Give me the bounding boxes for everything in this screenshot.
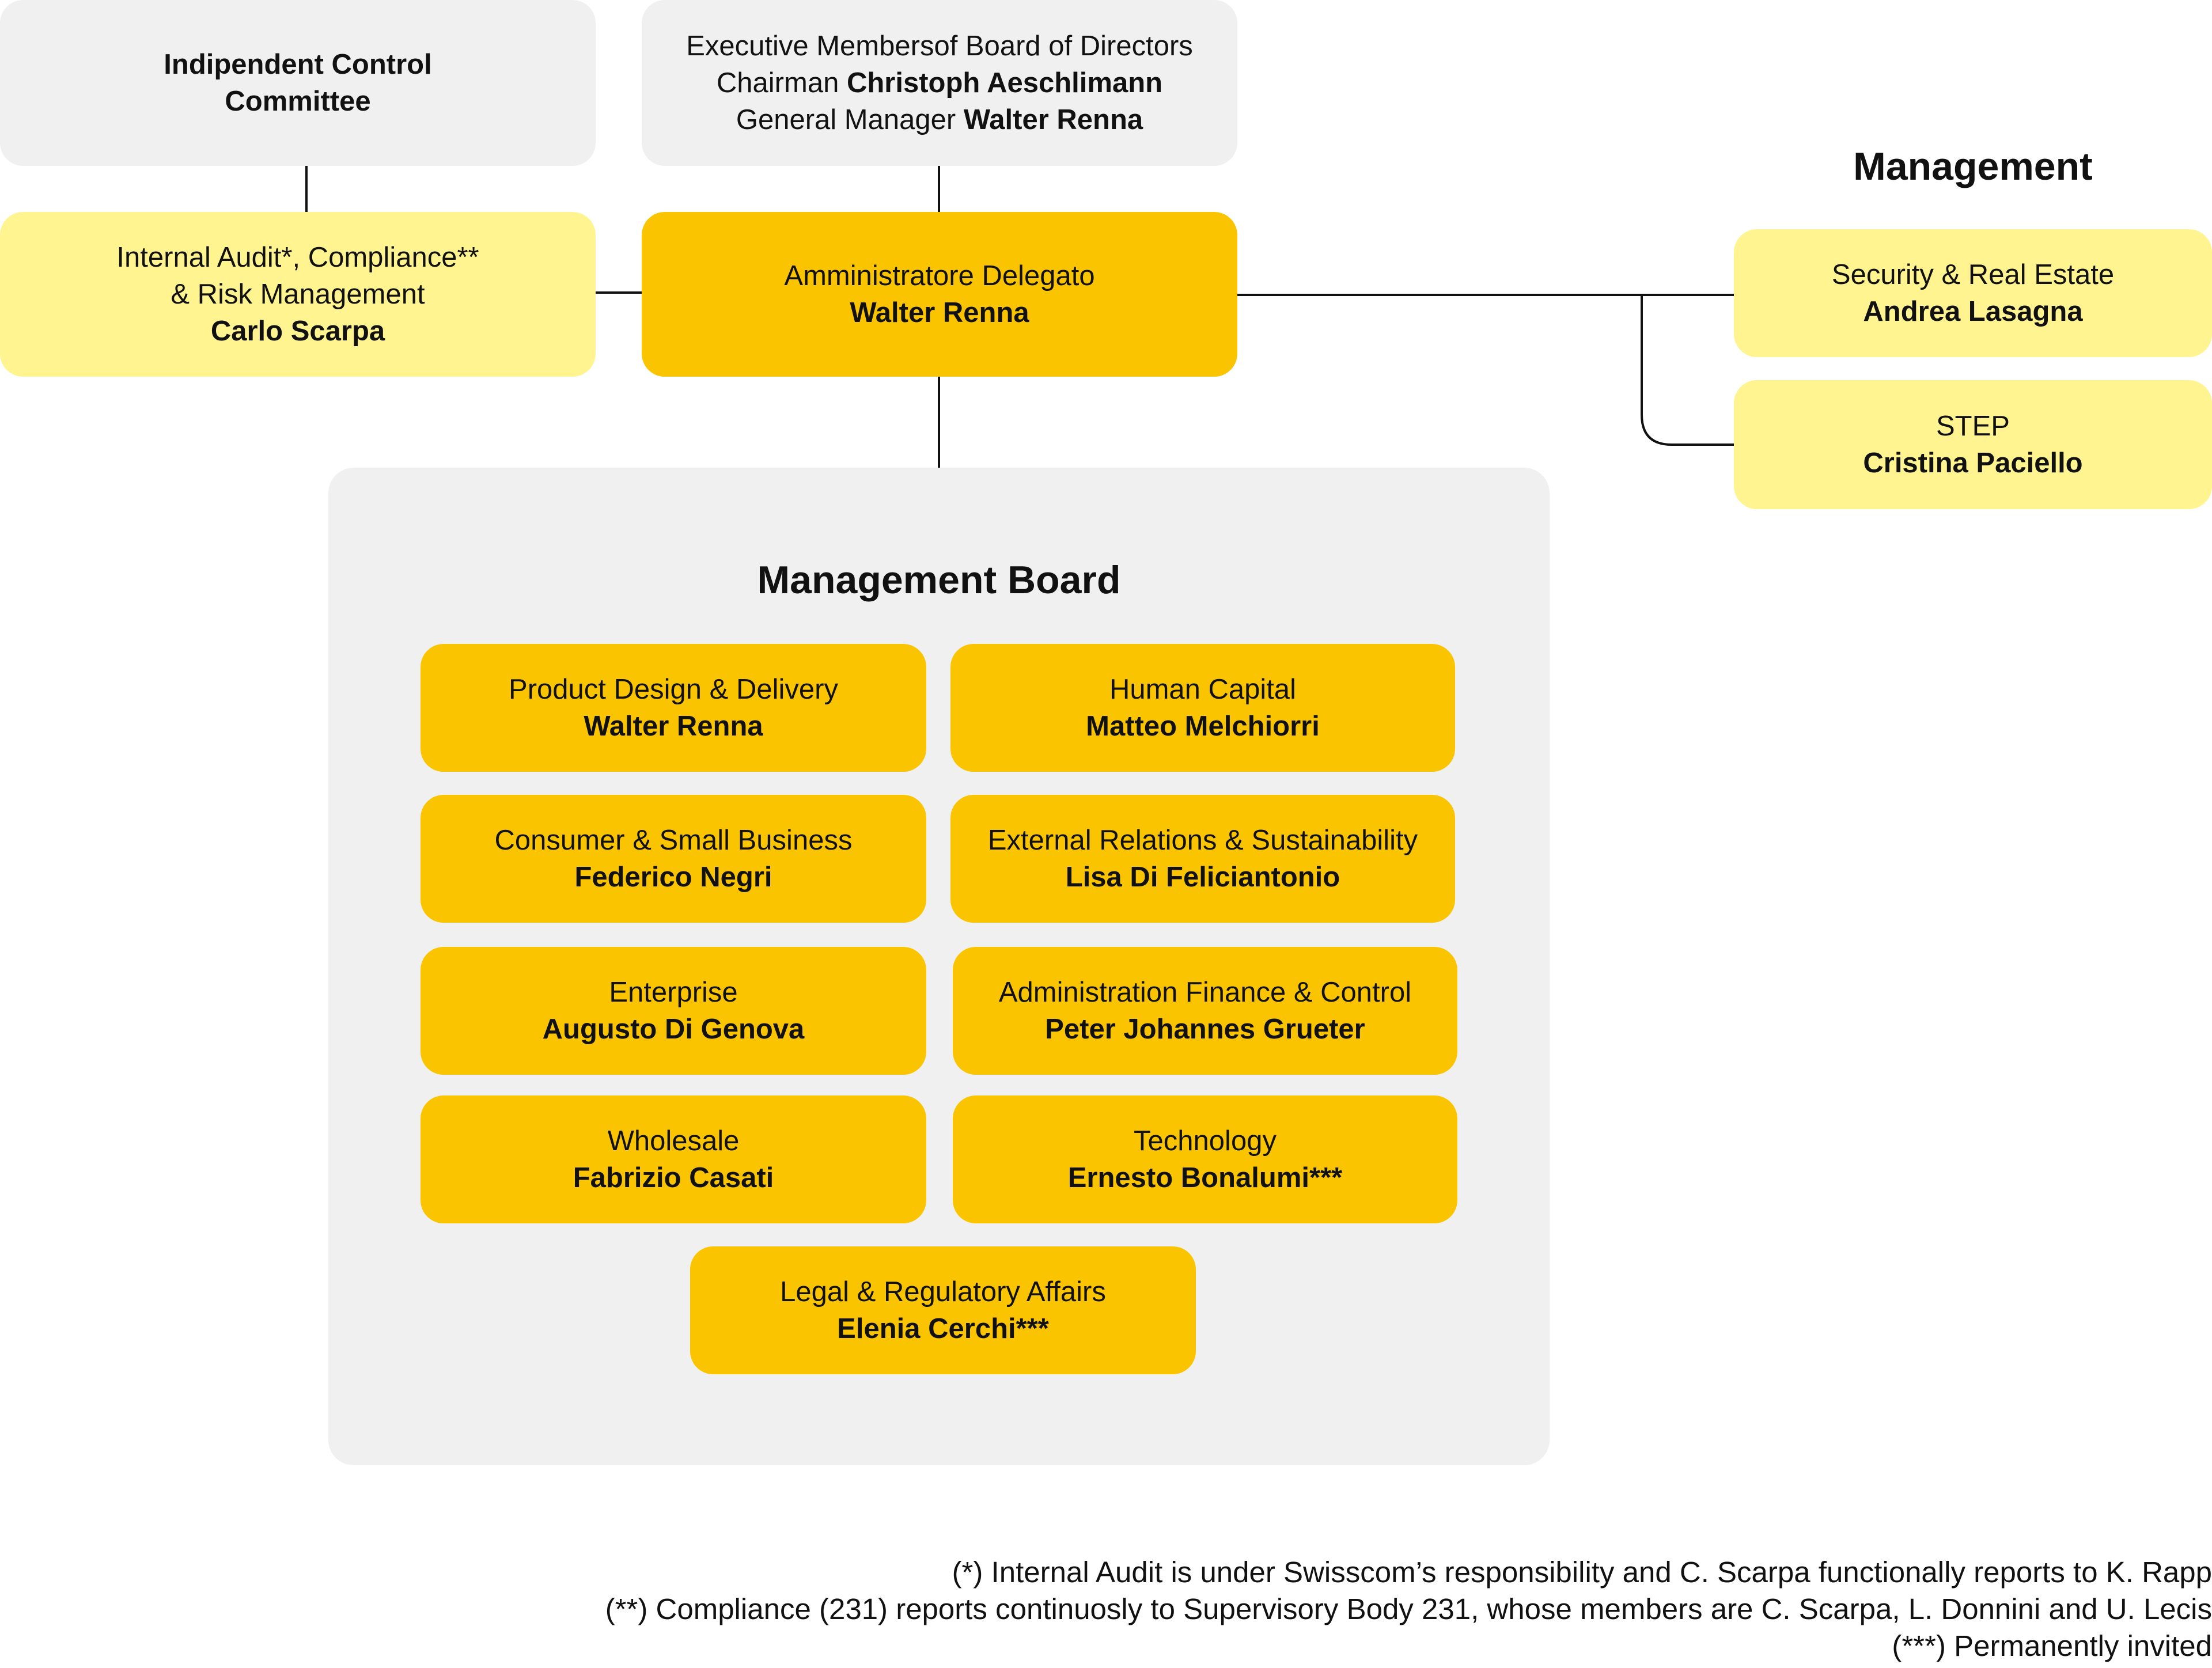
management-unit-name: Andrea Lasagna <box>1863 296 2083 327</box>
connector-audit-ceo <box>594 291 642 294</box>
executive-board-box: Executive Membersof Board of Directors C… <box>642 0 1237 166</box>
general-manager-label: General Manager <box>736 104 956 135</box>
board-unit-legal: Legal & Regulatory Affairs Elenia Cerchi… <box>690 1246 1196 1374</box>
board-unit-title: Administration Finance & Control <box>998 977 1412 1008</box>
board-unit-title: Wholesale <box>607 1125 740 1157</box>
internal-audit-name: Carlo Scarpa <box>210 316 385 347</box>
internal-audit-line1: Internal Audit*, Compliance** <box>116 242 479 273</box>
footnotes: (*) Internal Audit is under Swisscom’s r… <box>605 1554 2212 1665</box>
connector-ceo-management <box>1236 294 1735 296</box>
chairman-line: Chairman Christoph Aeschlimann <box>717 65 1162 101</box>
connector-executive-ceo <box>938 166 940 212</box>
management-unit-name: Cristina Paciello <box>1863 448 2083 479</box>
ceo-box: Amministratore Delegato Walter Renna <box>642 212 1237 377</box>
board-unit-name: Augusto Di Genova <box>542 1014 805 1045</box>
board-unit-name: Elenia Cerchi*** <box>837 1313 1049 1344</box>
board-unit-name: Peter Johannes Grueter <box>1045 1014 1365 1045</box>
board-unit-human-capital: Human Capital Matteo Melchiorri <box>950 644 1455 772</box>
ceo-name: Walter Renna <box>850 297 1029 328</box>
management-unit-title: Security & Real Estate <box>1831 259 2115 290</box>
management-heading: Management <box>1853 145 2093 188</box>
footnote-compliance: (**) Compliance (231) reports continuosl… <box>605 1593 2212 1625</box>
chairman-label: Chairman <box>716 67 839 98</box>
board-unit-title: Product Design & Delivery <box>509 674 838 705</box>
connector-management-step <box>1641 294 1735 446</box>
board-unit-title: Human Capital <box>1109 674 1297 705</box>
footnote-permanently-invited: (***) Permanently invited <box>1892 1629 2212 1662</box>
internal-audit-line2: & Risk Management <box>171 279 425 310</box>
connector-committee-audit <box>305 166 308 212</box>
general-manager-line: General Manager Walter Renna <box>736 101 1143 138</box>
board-unit-enterprise: Enterprise Augusto Di Genova <box>421 947 926 1075</box>
control-committee-line2: Committee <box>225 86 371 117</box>
board-unit-title: Enterprise <box>609 977 738 1008</box>
management-unit-step: STEP Cristina Paciello <box>1734 380 2212 509</box>
board-unit-title: Legal & Regulatory Affairs <box>780 1276 1106 1307</box>
board-unit-title: External Relations & Sustainability <box>987 825 1418 856</box>
ceo-title: Amministratore Delegato <box>784 260 1095 291</box>
control-committee-box: Indipendent Control Committee <box>0 0 596 166</box>
connector-ceo-board <box>938 376 940 468</box>
board-unit-name: Lisa Di Feliciantonio <box>1065 862 1340 893</box>
board-unit-product-design: Product Design & Delivery Walter Renna <box>421 644 926 772</box>
management-unit-title: STEP <box>1936 411 2010 442</box>
board-unit-technology: Technology Ernesto Bonalumi*** <box>953 1095 1457 1223</box>
general-manager-name: Walter Renna <box>963 104 1143 135</box>
board-unit-external-relations: External Relations & Sustainability Lisa… <box>950 795 1455 923</box>
chairman-name: Christoph Aeschlimann <box>846 67 1163 98</box>
board-unit-consumer: Consumer & Small Business Federico Negri <box>421 795 926 923</box>
board-unit-title: Technology <box>1134 1125 1277 1157</box>
board-unit-name: Matteo Melchiorri <box>1086 711 1320 742</box>
board-unit-name: Walter Renna <box>584 711 763 742</box>
board-unit-administration-finance: Administration Finance & Control Peter J… <box>953 947 1457 1075</box>
board-unit-name: Federico Negri <box>574 862 772 893</box>
management-board-heading: Management Board <box>757 558 1121 602</box>
footnote-internal-audit: (*) Internal Audit is under Swisscom’s r… <box>952 1556 2212 1589</box>
executive-board-title: Executive Membersof Board of Directors <box>686 31 1193 62</box>
board-unit-title: Consumer & Small Business <box>494 825 853 856</box>
control-committee-line1: Indipendent Control <box>164 49 432 80</box>
board-unit-name: Fabrizio Casati <box>573 1162 774 1193</box>
management-unit-security: Security & Real Estate Andrea Lasagna <box>1734 229 2212 357</box>
board-unit-name: Ernesto Bonalumi*** <box>1067 1162 1343 1193</box>
board-unit-wholesale: Wholesale Fabrizio Casati <box>421 1095 926 1223</box>
internal-audit-box: Internal Audit*, Compliance** & Risk Man… <box>0 212 596 377</box>
